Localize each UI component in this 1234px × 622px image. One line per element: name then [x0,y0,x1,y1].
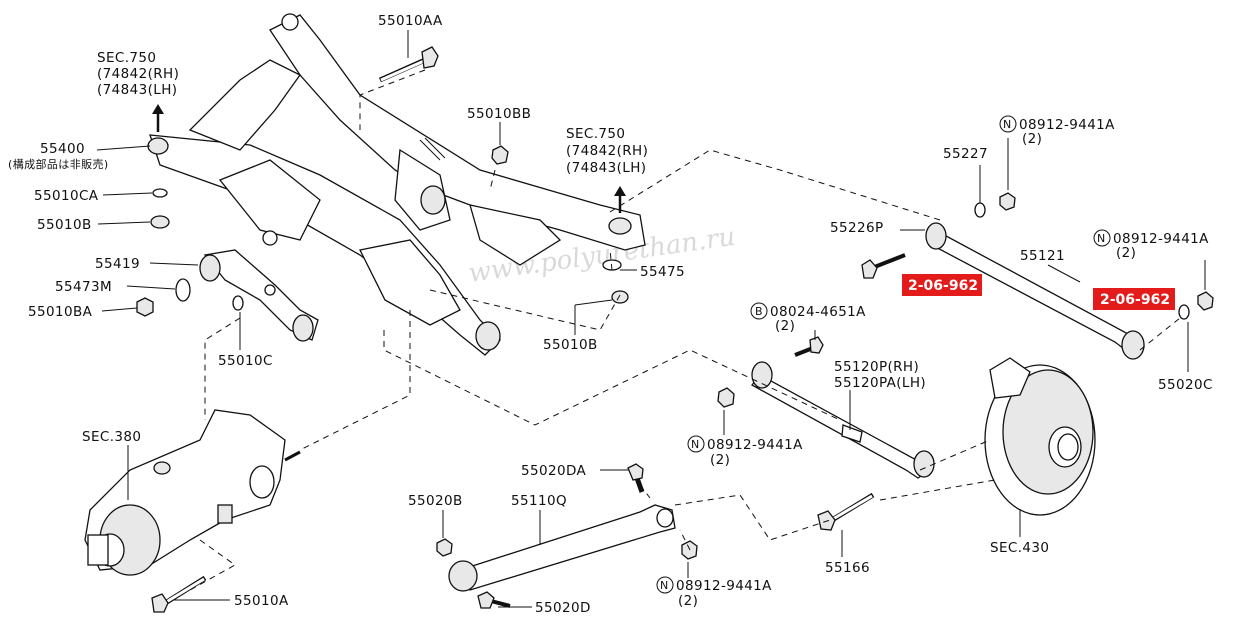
label-55010ca: 55010CA [34,188,99,204]
label-lh-left: (74843(LH) [97,82,177,98]
label-nut-mid: 08912-9441A [707,437,803,453]
label-55475: 55475 [640,264,685,280]
link-55419 [199,249,319,342]
label-nut-top: 08912-9441A [1019,117,1115,133]
label-55473m: 55473M [55,279,112,295]
nut-55010b-mid [611,290,629,304]
bolt-08024 [794,336,824,357]
leader-lines [96,30,1206,608]
label-55400: 55400 [40,141,85,157]
bolt-55020d [477,591,511,609]
n-letter-bottom: N [660,579,669,592]
label-nut-bottom-qty: (2) [678,593,698,609]
label-nut-top-qty: (2) [1022,131,1042,147]
label-55226p: 55226P [830,220,884,236]
label-55166: 55166 [825,560,870,576]
nut-right [1197,291,1214,311]
hub-sec430 [984,357,1096,516]
label-55010b-mid: 55010B [543,337,598,353]
n-letter-mid: N [691,438,700,451]
label-55120pa: 55120PA(LH) [834,375,926,391]
n-circle-top [999,115,1017,133]
badge-right[interactable]: 2-06-962 [1093,288,1175,310]
label-bolt-08024: 08024-4651A [770,304,866,320]
label-nut-mid-qty: (2) [710,452,730,468]
label-55120p: 55120P(RH) [834,359,919,375]
label-55400-note: (構成部品は非販売) [8,157,109,171]
label-sec750-right: SEC.750 [566,126,625,142]
badge-left[interactable]: 2-06-962 [902,274,982,296]
label-55020d: 55020D [535,600,591,616]
n-letter-top: N [1003,118,1012,131]
label-rh-left: (74842(RH) [97,66,179,82]
label-nut-right: 08912-9441A [1113,231,1209,247]
label-bolt-08024-qty: (2) [775,318,795,334]
nut-55010b-left [150,215,170,229]
label-55010aa: 55010AA [378,13,443,29]
label-sec430: SEC.430 [990,540,1049,556]
label-nut-bottom: 08912-9441A [676,578,772,594]
label-55020b: 55020B [408,493,463,509]
n-letter-right: N [1097,232,1106,245]
link-55120p [751,361,935,479]
label-55010bb: 55010BB [467,106,531,122]
n-circle-right [1093,229,1111,247]
label-55227: 55227 [943,146,988,162]
link-55110q [448,504,676,592]
label-55110q: 55110Q [511,493,567,509]
guide-lines [189,69,1181,591]
nut-55020b [436,538,453,557]
n-circle-bottom [656,576,674,594]
washer-55010ca [152,188,168,198]
label-55010b-left: 55010B [37,217,92,233]
label-55020c: 55020C [1158,377,1213,393]
label-sec750-left: SEC.750 [97,50,156,66]
nut-55010bb [491,145,509,165]
label-55020da: 55020DA [521,463,587,479]
b-letter: B [755,305,763,318]
label-55010ba: 55010BA [28,304,93,320]
link-55121 [925,222,1145,360]
washer-55227 [974,202,986,218]
label-nut-right-qty: (2) [1116,245,1136,261]
label-lh-right: (74843(LH) [566,160,646,176]
washer-55473m [175,278,191,302]
label-55121: 55121 [1020,248,1065,264]
differential-sec380 [84,409,301,576]
bolt-55166 [817,492,875,531]
label-rh-right: (74842(RH) [566,143,648,159]
washer-55010c [232,295,244,311]
label-sec380: SEC.380 [82,429,141,445]
washer-55020c [1178,304,1190,320]
nut-top [999,192,1016,211]
bolt-55020da [627,463,645,493]
n-circle-mid [687,435,705,453]
bolt-55010aa [378,46,439,83]
bolt-55226p [861,253,906,279]
b-circle [750,302,768,320]
bolt-55010a [151,575,207,613]
nut-mid [717,387,735,408]
badge-right-text: 2-06-962 [1100,292,1170,308]
badge-left-text: 2-06-962 [908,278,978,294]
rear-subframe [147,13,646,356]
label-55010c: 55010C [218,353,273,369]
label-55419: 55419 [95,256,140,272]
label-55010a: 55010A [234,593,289,609]
nut-55010ba [136,297,154,317]
